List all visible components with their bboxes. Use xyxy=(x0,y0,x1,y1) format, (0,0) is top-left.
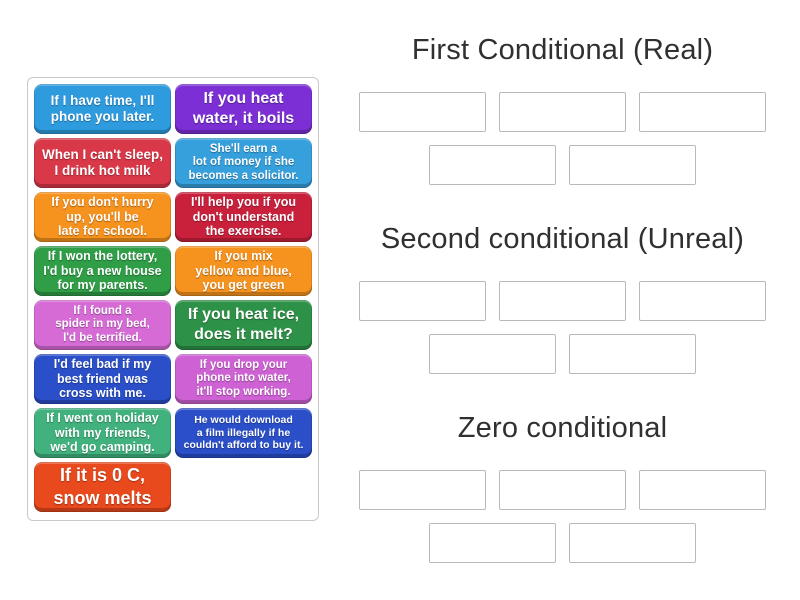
drop-slot-2-3[interactable] xyxy=(639,281,766,321)
drop-slot-1-2[interactable] xyxy=(499,92,626,132)
drop-slot-3-2[interactable] xyxy=(499,470,626,510)
group-slots-2 xyxy=(340,281,785,374)
group-section-3: Zero conditional xyxy=(340,408,785,563)
draggable-card-1[interactable]: If I have time, I'll phone you later. xyxy=(34,84,171,134)
draggable-card-15[interactable]: If it is 0 C, snow melts xyxy=(34,462,171,512)
groups-column: First Conditional (Real) Second condition… xyxy=(340,30,785,597)
group-title-1: First Conditional (Real) xyxy=(411,34,714,66)
drop-slot-1-4[interactable] xyxy=(429,145,556,185)
draggable-card-10[interactable]: If you heat ice, does it melt? xyxy=(175,300,312,350)
draggable-card-5[interactable]: If you don't hurry up, you'll be late fo… xyxy=(34,192,171,242)
group-slots-1 xyxy=(340,92,785,185)
draggable-card-6[interactable]: I'll help you if you don't understand th… xyxy=(175,192,312,242)
card-pool: If I have time, I'll phone you later.If … xyxy=(27,77,319,521)
draggable-card-7[interactable]: If I won the lottery, I'd buy a new hous… xyxy=(34,246,171,296)
group-section-1: First Conditional (Real) xyxy=(340,30,785,185)
group-section-2: Second conditional (Unreal) xyxy=(340,219,785,374)
drop-slot-3-4[interactable] xyxy=(429,523,556,563)
drop-slot-2-4[interactable] xyxy=(429,334,556,374)
group-slots-3 xyxy=(340,470,785,563)
draggable-card-4[interactable]: She'll earn a lot of money if she become… xyxy=(175,138,312,188)
group-title-2: Second conditional (Unreal) xyxy=(380,223,745,255)
drop-slot-1-3[interactable] xyxy=(639,92,766,132)
draggable-card-11[interactable]: I'd feel bad if my best friend was cross… xyxy=(34,354,171,404)
drop-slot-1-1[interactable] xyxy=(359,92,486,132)
drop-slot-3-3[interactable] xyxy=(639,470,766,510)
drop-slot-2-2[interactable] xyxy=(499,281,626,321)
draggable-card-8[interactable]: If you mix yellow and blue, you get gree… xyxy=(175,246,312,296)
group-title-3: Zero conditional xyxy=(457,412,668,444)
draggable-card-13[interactable]: If I went on holiday with my friends, we… xyxy=(34,408,171,458)
drop-slot-1-5[interactable] xyxy=(569,145,696,185)
draggable-card-2[interactable]: If you heat water, it boils xyxy=(175,84,312,134)
draggable-card-14[interactable]: He would download a film illegally if he… xyxy=(175,408,312,458)
draggable-card-12[interactable]: If you drop your phone into water, it'll… xyxy=(175,354,312,404)
drop-slot-3-5[interactable] xyxy=(569,523,696,563)
drop-slot-2-1[interactable] xyxy=(359,281,486,321)
drop-slot-2-5[interactable] xyxy=(569,334,696,374)
drop-slot-3-1[interactable] xyxy=(359,470,486,510)
draggable-card-9[interactable]: If I found a spider in my bed, I'd be te… xyxy=(34,300,171,350)
draggable-card-3[interactable]: When I can't sleep, I drink hot milk xyxy=(34,138,171,188)
